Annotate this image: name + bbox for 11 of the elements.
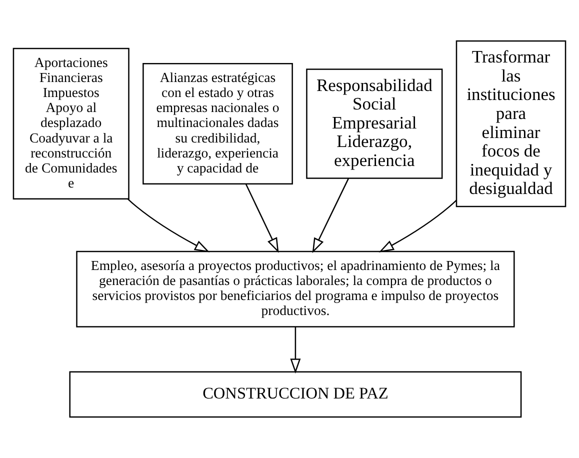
arrow: [290, 326, 301, 374]
arrow: [378, 200, 457, 252]
node-box: Empleo, asesoría a proyectos productivos; el apadrinamiento de Pymes; la generación de pasantías o prácticas laborales; la compra de productos o servicios provistos por beneficiarios del programa e impulso de proyectos productivos.: [76, 250, 515, 328]
node-box: Aportaciones Financieras Impuestos Apoyo al desplazado Coadyuvar a la reconstrucción de Comunidades e: [12, 48, 130, 200]
node-box: Trasformar las instituciones para eliminar focos de inequidad y desigualdad: [456, 40, 566, 208]
node-box: Alianzas estratégicas con el estado y otras empresas nacionales o multinacionales dadas su credibilidad, liderazgo, experiencia y capacidad de: [142, 62, 293, 185]
arrow: [312, 178, 350, 254]
node-box: Responsabilidad Social Empresarial Liderazgo, experiencia: [306, 68, 443, 179]
arrow: [245, 184, 279, 253]
node-box: CONSTRUCCION DE PAZ: [69, 371, 522, 418]
arrow: [128, 198, 210, 252]
